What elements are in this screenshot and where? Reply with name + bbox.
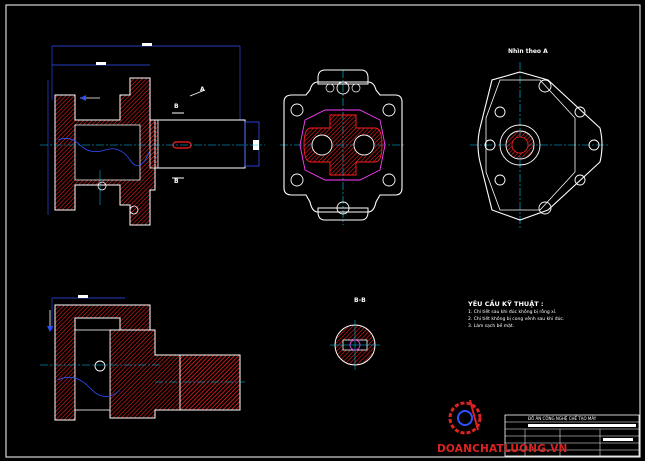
watermark-text: DOANCHATLUONG.VN [437,443,568,455]
section-b-b-view [330,320,380,370]
view-arrow-label-a: A [200,86,205,93]
requirement-line-3: 3. Làm sạch bề mặt. [468,324,515,329]
title-block [504,414,640,457]
front-section-view [40,43,265,226]
requirement-line-1: 1. Chi tiết sau khi đúc không bị rỗng xỉ… [468,310,557,315]
section-b-b-title: B-B [354,297,366,304]
aux-view-title: Nhìn theo A [508,48,548,55]
side-view [280,69,405,225]
title-block-heading: ĐỒ ÁN CÔNG NGHỆ CHẾ TẠO MÁY [528,416,597,421]
section-mark-top: B [174,103,179,110]
sheet-border [5,4,641,458]
aux-view-a [470,62,610,230]
bottom-section-view [40,295,245,421]
requirement-line-2: 2. Chi tiết không bị cong vênh sau khi đ… [468,317,565,322]
gear-caliper-logo [448,399,482,435]
section-mark-bottom: B [174,178,179,185]
requirements-title: YÊU CẦU KỸ THUẬT : [468,300,544,308]
